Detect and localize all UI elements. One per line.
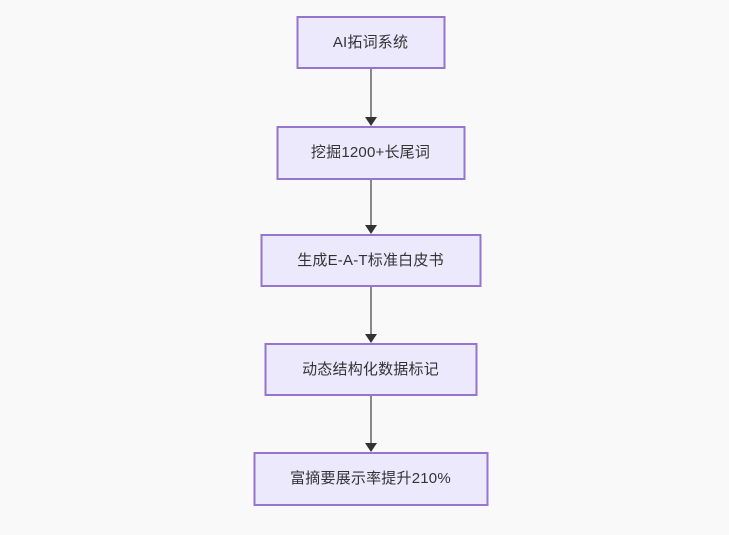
edge-node3-node4: [364, 287, 378, 343]
edge-line: [369, 69, 372, 117]
flow-node-dynamic-structured-data-markup[interactable]: 动态结构化数据标记: [264, 343, 477, 396]
arrowhead-icon: [364, 443, 377, 452]
flow-node-label: AI拓词系统: [332, 33, 409, 51]
edge-line: [369, 180, 372, 225]
flow-node-label: 富摘要展示率提升210%: [290, 470, 451, 487]
arrowhead-icon: [364, 334, 377, 343]
arrowhead-icon: [364, 117, 377, 126]
flow-node-label: 动态结构化数据标记: [302, 360, 439, 378]
flow-node-rich-snippet-uplift[interactable]: 富摘要展示率提升210%: [253, 452, 488, 506]
flow-node-label: 生成E-A-T标准白皮书: [297, 251, 444, 269]
flow-node-mine-longtail-keywords[interactable]: 挖掘1200+长尾词: [276, 126, 465, 180]
arrowhead-icon: [364, 225, 377, 234]
flow-node-label: 挖掘1200+长尾词: [310, 144, 431, 161]
edge-node2-node3: [364, 180, 378, 234]
edge-node4-node5: [364, 396, 378, 452]
edge-line: [369, 287, 372, 334]
edge-line: [369, 396, 372, 443]
flow-node-ai-keyword-system[interactable]: AI拓词系统: [296, 16, 445, 69]
edge-node1-node2: [364, 69, 378, 126]
flow-node-generate-eat-whitepaper[interactable]: 生成E-A-T标准白皮书: [260, 234, 481, 287]
